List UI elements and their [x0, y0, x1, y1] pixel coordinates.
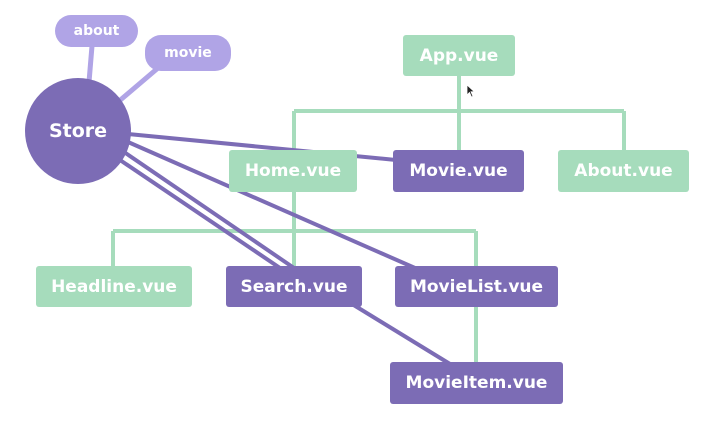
component-movie: Movie.vue	[393, 150, 524, 192]
state-links	[86, 45, 160, 104]
store-node: Store	[25, 78, 131, 184]
tree-lines	[111, 76, 626, 362]
component-app: App.vue	[403, 35, 515, 76]
search-to-movieitem-line	[350, 302, 452, 366]
store-line-movielist	[127, 140, 416, 270]
component-about: About.vue	[558, 150, 689, 192]
store-line-search-a	[122, 150, 296, 270]
state-link-movie	[116, 66, 160, 104]
store-line-search-b	[118, 158, 282, 270]
component-home: Home.vue	[229, 150, 357, 192]
state-link-about	[86, 45, 95, 83]
state-pill-about: about	[55, 15, 138, 47]
mouse-pointer-icon	[466, 84, 476, 98]
state-pill-movie: movie	[145, 35, 231, 71]
component-movielist: MovieList.vue	[395, 266, 558, 307]
component-movieitem: MovieItem.vue	[390, 362, 563, 404]
component-headline: Headline.vue	[36, 266, 192, 307]
component-search: Search.vue	[226, 266, 362, 307]
